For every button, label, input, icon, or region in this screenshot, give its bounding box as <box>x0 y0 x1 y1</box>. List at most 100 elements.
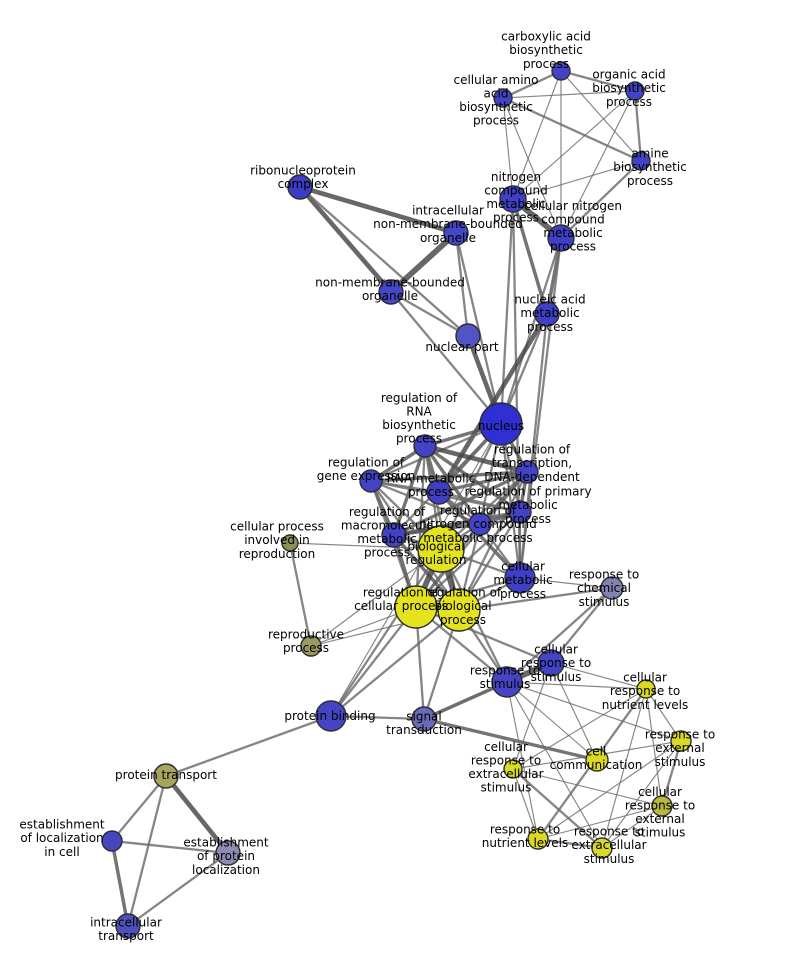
node-establishment-of-localization-in-cell[interactable] <box>101 830 123 852</box>
edge-protein_binding--regulation_of_cellular_process <box>329 605 418 718</box>
edge-cellular_response_to_nutrient_levels--response_to_extracellular_stimulus <box>601 688 647 849</box>
edges-layer <box>110 69 683 928</box>
edge-ribonucleoprotein_complex--non_membrane_bounded_organelle <box>297 184 394 295</box>
node-response-to-nutrient-levels[interactable] <box>527 828 549 850</box>
node-amine-biosynthetic-process[interactable] <box>631 151 651 171</box>
node-biological-regulation[interactable] <box>417 525 465 573</box>
edge-cellular_response_to_stimulus--regulation_of_cellular_process <box>414 605 553 665</box>
edge-regulation_of_transcription_dna_dependent--regulation_of_gene_expression <box>369 470 529 483</box>
edge-response_to_chemical_stimulus--regulation_of_biological_process <box>457 586 614 612</box>
node-establishment-of-protein-localization[interactable] <box>215 840 241 866</box>
edge-regulation_of_transcription_dna_dependent--rna_metabolic_process <box>437 470 529 494</box>
edge-protein_binding--biological_regulation <box>329 547 443 718</box>
edge-nitrogen_compound_metabolic_process--nucleic_acid_metabolic_process <box>511 197 549 316</box>
node-response-to-extracellular-stimulus[interactable] <box>591 837 613 859</box>
edge-establishment_of_localization_in_cell--intracellular_transport <box>110 839 130 928</box>
node-nuclear-part[interactable] <box>455 323 481 349</box>
node-regulation-of-biological-process[interactable] <box>437 588 481 632</box>
node-nucleus[interactable] <box>479 402 523 446</box>
edge-cellular_response_to_external_stimulus--response_to_nutrient_levels <box>537 805 663 840</box>
edge-response_to_nutrient_levels--response_to_extracellular_stimulus <box>536 837 604 850</box>
node-response-to-external-stimulus[interactable] <box>670 730 692 752</box>
edge-cellular_response_to_extracellular_stimulus--cellular_response_to_stimulus <box>512 662 552 770</box>
edge-organic_acid_biosynthetic_process--nitrogen_compound_metabolic_process <box>512 90 636 200</box>
edge-nucleic_acid_metabolic_process--rna_metabolic_process <box>436 311 550 495</box>
edge-signal_transduction--cell_communication <box>422 717 599 762</box>
node-intracellular-transport[interactable] <box>115 913 141 939</box>
edge-cellular_response_to_stimulus--signal_transduction <box>422 661 553 721</box>
node-organic-acid-biosynthetic-process[interactable] <box>625 81 645 101</box>
edge-cellular_amino_acid_biosynthetic_process--nitrogen_compound_metabolic_process <box>502 97 514 200</box>
node-regulation-of-macromolecule-metabolic-process[interactable] <box>381 522 407 548</box>
node-cellular-amino-acid-biosynthetic-process[interactable] <box>493 88 513 108</box>
node-signal-transduction[interactable] <box>411 706 437 732</box>
edge-intracellular_non_membrane_bounded_organelle--nuclear_part <box>454 231 470 338</box>
node-protein-binding[interactable] <box>315 700 347 732</box>
edge-protein_transport--intracellular_transport <box>126 774 168 928</box>
node-regulation-of-transcription-dna-dependent[interactable] <box>515 460 539 484</box>
node-cellular-metabolic-process[interactable] <box>504 562 536 594</box>
node-reproductive-process[interactable] <box>300 635 322 657</box>
node-cell-communication[interactable] <box>585 748 609 772</box>
node-carboxylic-acid-biosynthetic-process[interactable] <box>551 61 571 81</box>
node-regulation-of-rna-biosynthetic-process[interactable] <box>413 434 437 458</box>
edge-response_to_external_stimulus--cellular_response_to_external_stimulus <box>660 739 683 808</box>
edge-cellular_process_involved_in_reproduction--biological_regulation <box>289 542 442 550</box>
node-rna-metabolic-process[interactable] <box>426 479 452 505</box>
node-regulation-of-cellular-process[interactable] <box>394 585 438 629</box>
edge-regulation_of_rna_biosynthetic_process--regulation_of_transcription_dna_dependent <box>422 443 530 475</box>
edge-cellular_response_to_stimulus--response_to_chemical_stimulus <box>549 586 614 665</box>
edge-intracellular_non_membrane_bounded_organelle--non_membrane_bounded_organelle <box>388 230 459 295</box>
edge-ribonucleoprotein_complex--intracellular_non_membrane_bounded_organelle <box>297 184 459 236</box>
edge-regulation_of_rna_biosynthetic_process--regulation_of_nitrogen_compound_metabolic_process <box>423 444 482 526</box>
node-response-to-chemical-stimulus[interactable] <box>600 576 624 600</box>
edge-response_to_nutrient_levels--response_to_stimulus <box>506 681 539 840</box>
node-intracellular-non-membrane-bounded-organelle[interactable] <box>443 220 469 246</box>
edge-protein_binding--nucleus <box>330 423 502 717</box>
node-nitrogen-compound-metabolic-process[interactable] <box>499 185 527 213</box>
edge-carboxylic_acid_biosynthetic_process--organic_acid_biosynthetic_process <box>559 69 637 93</box>
node-regulation-of-gene-expression[interactable] <box>359 469 383 493</box>
edge-intracellular_non_membrane_bounded_organelle--nucleus <box>454 231 503 426</box>
edge-cellular_response_to_nutrient_levels--cellular_response_to_stimulus <box>550 662 647 690</box>
node-cellular-response-to-nutrient-levels[interactable] <box>636 679 656 699</box>
node-cellular-response-to-extracellular-stimulus[interactable] <box>503 759 523 779</box>
edge-cellular_response_to_extracellular_stimulus--cellular_response_to_external_stimulus <box>512 768 663 807</box>
node-cellular-response-to-external-stimulus[interactable] <box>651 795 673 817</box>
edge-cell_communication--response_to_stimulus <box>506 681 598 761</box>
edge-cellular_response_to_external_stimulus--response_to_extracellular_stimulus <box>601 805 663 849</box>
edge-response_to_external_stimulus--response_to_stimulus <box>506 681 682 742</box>
edge-nucleus--cellular_metabolic_process <box>499 422 522 580</box>
edge-non_membrane_bounded_organelle--nuclear_part <box>389 290 470 338</box>
edge-response_to_stimulus--response_to_chemical_stimulus <box>505 586 614 684</box>
edge-cellular_response_to_extracellular_stimulus--response_to_nutrient_levels <box>512 768 539 840</box>
edge-regulation_of_rna_biosynthetic_process--regulation_of_macromolecule_metabolic_process <box>392 444 427 537</box>
node-nucleic-acid-metabolic-process[interactable] <box>534 301 560 327</box>
edge-establishment_of_protein_localization--establishment_of_localization_in_cell <box>110 839 230 855</box>
node-protein-transport[interactable] <box>153 763 179 789</box>
edge-amine_biosynthetic_process--cellular_nitrogen_compound_metabolic_process <box>559 159 643 240</box>
node-regulation-of-primary-metabolic-process[interactable] <box>508 500 532 524</box>
edge-response_to_external_stimulus--response_to_nutrient_levels <box>537 740 682 840</box>
node-cellular-response-to-stimulus[interactable] <box>537 649 565 677</box>
edge-amine_biosynthetic_process--nitrogen_compound_metabolic_process <box>512 160 642 200</box>
edge-cell_communication--cellular_response_to_stimulus <box>550 662 598 761</box>
node-non-membrane-bounded-organelle[interactable] <box>378 279 404 305</box>
edge-regulation_of_gene_expression--regulation_of_biological_process <box>369 479 461 612</box>
node-response-to-stimulus[interactable] <box>491 666 523 698</box>
node-regulation-of-nitrogen-compound-metabolic-process[interactable] <box>468 512 492 536</box>
edge-protein_binding--regulation_of_biological_process <box>329 608 461 718</box>
node-cellular-nitrogen-compound-metabolic-process[interactable] <box>547 224 575 252</box>
edge-cellular_nitrogen_compound_metabolic_process--nucleus <box>499 236 563 426</box>
edge-protein_binding--protein_transport <box>164 714 333 778</box>
node-cellular-process-involved-in-reproduction[interactable] <box>281 534 299 552</box>
edge-regulation_of_rna_biosynthetic_process--regulation_of_cellular_process <box>414 444 427 609</box>
edge-establishment_of_protein_localization--intracellular_transport <box>126 851 230 928</box>
edge-cellular_amino_acid_biosynthetic_process--amine_biosynthetic_process <box>501 96 643 163</box>
edge-cellular_response_to_nutrient_levels--cellular_response_to_extracellular_stimulus <box>512 688 647 770</box>
node-ribonucleoprotein-complex[interactable] <box>287 174 313 200</box>
edge-cellular_amino_acid_biosynthetic_process--cellular_nitrogen_compound_metabolic_process <box>502 97 562 239</box>
